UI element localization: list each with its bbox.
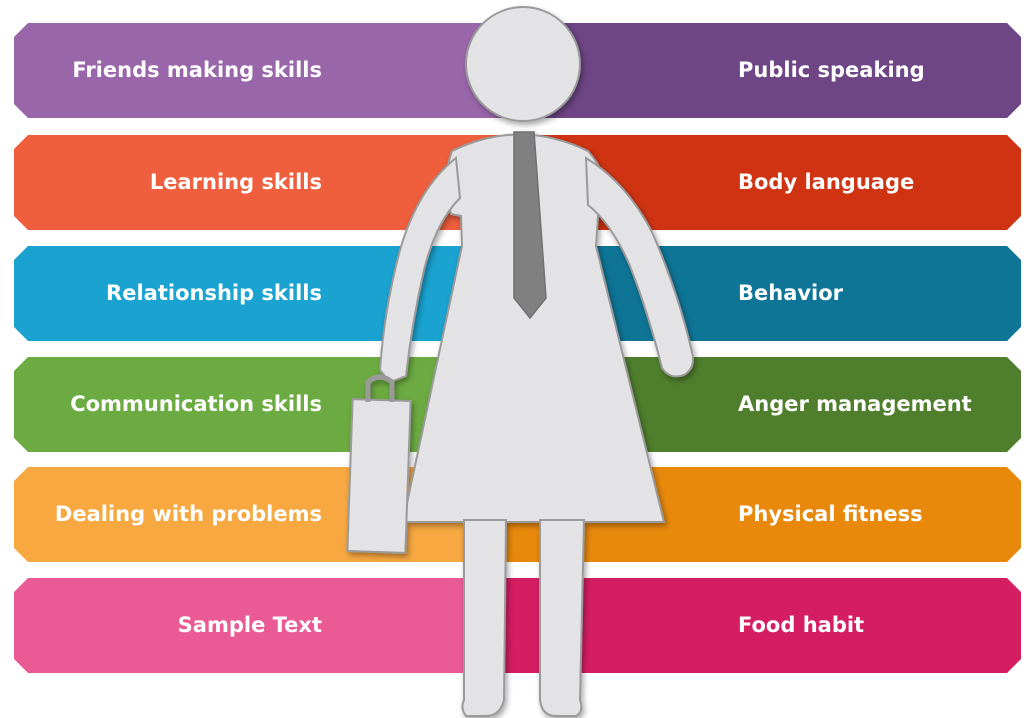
right-band-3-shape — [500, 246, 1021, 341]
right-label-4: Anger management — [738, 392, 972, 416]
right-label-3: Behavior — [738, 281, 844, 305]
right-band-6: Food habit — [500, 578, 1021, 673]
left-band-2-shape — [14, 135, 534, 230]
left-band-1: Friends making skills — [14, 23, 534, 118]
figure-body-group — [346, 6, 694, 717]
right-label-1: Public speaking — [738, 58, 925, 82]
tie-shape — [513, 131, 547, 320]
right-band-6-shape — [500, 578, 1021, 673]
briefcase-shape — [346, 397, 412, 555]
left-band-1-shape — [14, 23, 534, 118]
right-label-2: Body language — [738, 170, 915, 194]
head-shape — [465, 6, 581, 122]
left-leg-shape — [461, 519, 508, 717]
right-band-1: Public speaking — [500, 23, 1021, 118]
right-band-3: Behavior — [500, 246, 1021, 341]
left-label-2: Learning skills — [149, 170, 322, 194]
left-label-6: Sample Text — [177, 613, 322, 637]
right-label-5: Physical fitness — [738, 502, 923, 526]
left-label-5: Dealing with problems — [54, 502, 322, 526]
right-band-1-shape — [500, 23, 1021, 118]
right-arm-shape — [584, 156, 694, 378]
right-leg-shape — [539, 519, 586, 717]
left-label-1: Friends making skills — [72, 58, 322, 82]
right-label-6: Food habit — [738, 613, 865, 637]
left-band-6: Sample Text — [14, 578, 534, 673]
left-band-2: Learning skills — [14, 135, 534, 230]
left-label-4: Communication skills — [70, 392, 322, 416]
briefcase-handle-shape — [365, 374, 395, 402]
left-band-6-shape — [14, 578, 534, 673]
left-label-3: Relationship skills — [106, 281, 322, 305]
